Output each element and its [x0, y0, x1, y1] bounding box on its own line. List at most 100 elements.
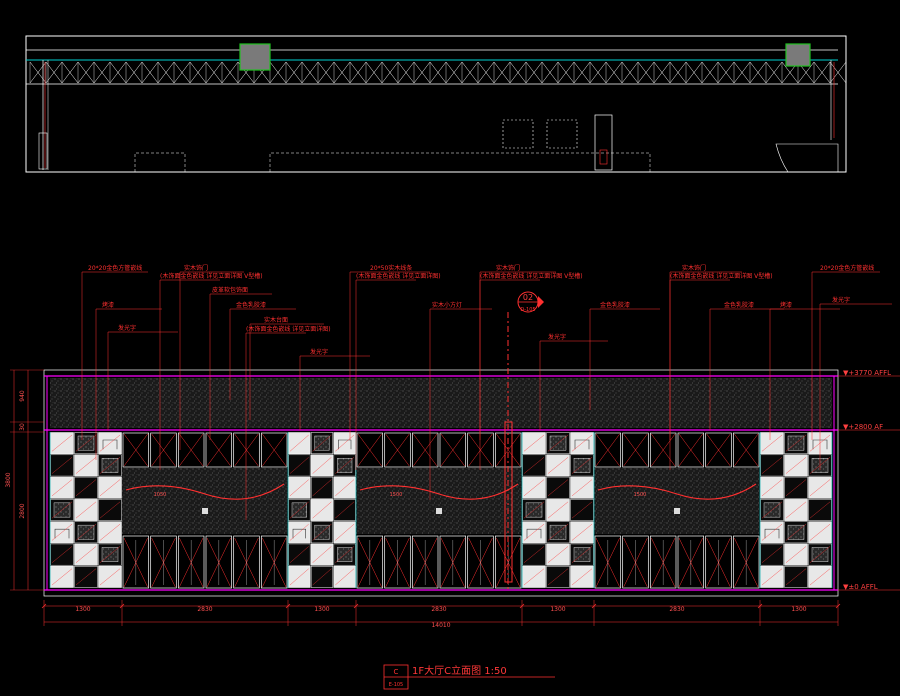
red-diagonal — [809, 546, 831, 563]
truss-diagonal — [365, 61, 383, 84]
door-panel-bottom — [677, 535, 705, 589]
red-diagonal — [99, 457, 121, 474]
red-diagonal — [335, 457, 355, 474]
door-panel-top — [732, 432, 760, 468]
annotation-label: (木饰面金色嵌线 详见立面详图) — [246, 325, 331, 333]
grid-cell-icon — [102, 439, 118, 450]
annotation-label: (木饰面金色嵌线 详见立面详图 V型槽) — [480, 272, 583, 280]
door-panel-bottom — [439, 535, 467, 589]
door-x — [496, 433, 521, 467]
red-diagonal — [335, 546, 355, 563]
left-column — [38, 132, 48, 170]
truss-diagonal — [765, 61, 783, 84]
door-panel-top — [233, 432, 260, 468]
door-panel-top — [594, 432, 622, 468]
door-panel-bottom — [260, 535, 288, 589]
title-symbol-bottom: E-105 — [389, 682, 404, 688]
red-diagonal — [51, 501, 73, 519]
dim-slash — [757, 603, 763, 609]
ceiling-truss — [29, 61, 847, 84]
truss-diagonal — [509, 61, 527, 84]
red-diagonal — [785, 546, 807, 563]
door-x — [385, 433, 410, 467]
truss-diagonal — [605, 61, 623, 84]
door-x — [413, 433, 438, 467]
annotation-label: 金色乳胶漆 — [600, 301, 630, 309]
annotation-label: 实木饰门 — [184, 264, 208, 272]
door-panel-top — [177, 432, 205, 468]
grid-cell-icon — [526, 528, 542, 539]
door-panel-top — [439, 432, 467, 468]
red-diagonal — [289, 568, 309, 586]
annotation-label: 发光字 — [548, 333, 566, 341]
drawing-title-block: C E-105 1F大厅C立面图 1:50 — [383, 664, 555, 690]
red-diagonal — [312, 546, 332, 563]
red-diagonal — [523, 457, 545, 474]
red-diagonal — [547, 546, 569, 563]
dim-label-vertical: 2800 — [19, 503, 26, 518]
duct-right — [785, 43, 811, 67]
red-diagonal — [289, 523, 309, 541]
truss-diagonal — [749, 61, 767, 84]
door-x — [706, 433, 731, 467]
truss-diagonal — [189, 61, 207, 84]
red-diagonal — [571, 568, 593, 586]
red-diagonal — [312, 479, 332, 497]
annotation-label: 实木饰门 — [496, 264, 520, 272]
red-diagonal — [75, 434, 97, 452]
red-diagonal — [99, 501, 121, 519]
annotation-label: 金色乳胶漆 — [724, 301, 754, 309]
door-x — [440, 433, 465, 467]
red-diagonal — [761, 523, 783, 541]
dim-label: 1300 — [314, 606, 329, 613]
dim-slash — [119, 603, 125, 609]
dim-label-vertical: 30 — [19, 423, 26, 431]
annotation-label: 20*50实木线条 — [370, 264, 412, 272]
red-diagonal — [761, 546, 783, 563]
door-panel-bottom — [205, 535, 233, 589]
red-diagonal — [75, 501, 97, 519]
red-diagonal — [761, 457, 783, 474]
spot-light — [436, 508, 442, 514]
door-x — [179, 433, 204, 467]
red-diagonal — [51, 546, 73, 563]
red-diagonal — [75, 457, 97, 474]
annotation-label: (木饰面金色嵌线 详见立面详图 V型槽) — [160, 272, 263, 280]
red-diagonal — [547, 523, 569, 541]
door-x — [206, 433, 231, 467]
annotation-label: 20*20金色方管嵌线 — [820, 264, 874, 272]
elevation-frame — [43, 369, 839, 597]
truss-diagonal — [141, 61, 159, 84]
section-marker-top: 02 — [523, 293, 533, 302]
door-x — [234, 433, 259, 467]
door-panel-bottom — [732, 535, 760, 589]
truss-diagonal — [637, 61, 655, 84]
red-diagonal — [335, 568, 355, 586]
red-diagonal — [51, 523, 73, 541]
red-diagonal — [99, 546, 121, 563]
red-diagonal — [289, 501, 309, 519]
annotation-label: 发光字 — [118, 324, 136, 332]
level-tags: ▼+3770 AFFL▼+2800 AF▼±0 AFFL — [838, 369, 900, 591]
red-diagonal — [547, 568, 569, 586]
door-panel-top — [705, 432, 732, 468]
annotation-label: 实木饰门 — [682, 264, 706, 272]
window-2 — [546, 119, 578, 149]
red-diagonal — [523, 434, 545, 452]
door-panel-top — [260, 432, 288, 468]
red-diagonal — [785, 479, 807, 497]
door-x — [468, 433, 493, 467]
door-panel-top — [150, 432, 177, 468]
door-panel-top — [205, 432, 233, 468]
red-tube — [125, 483, 285, 500]
annotation-label: 发光字 — [310, 348, 328, 356]
grid-cell-icon — [764, 528, 780, 539]
truss-diagonal — [653, 61, 671, 84]
door-panel-bottom — [705, 535, 732, 589]
center-counter — [269, 152, 651, 172]
truss-diagonal — [285, 61, 303, 84]
door-panel-top — [384, 432, 411, 468]
truss-diagonal — [557, 61, 575, 84]
red-diagonal — [571, 501, 593, 519]
red-diagonal — [785, 523, 807, 541]
